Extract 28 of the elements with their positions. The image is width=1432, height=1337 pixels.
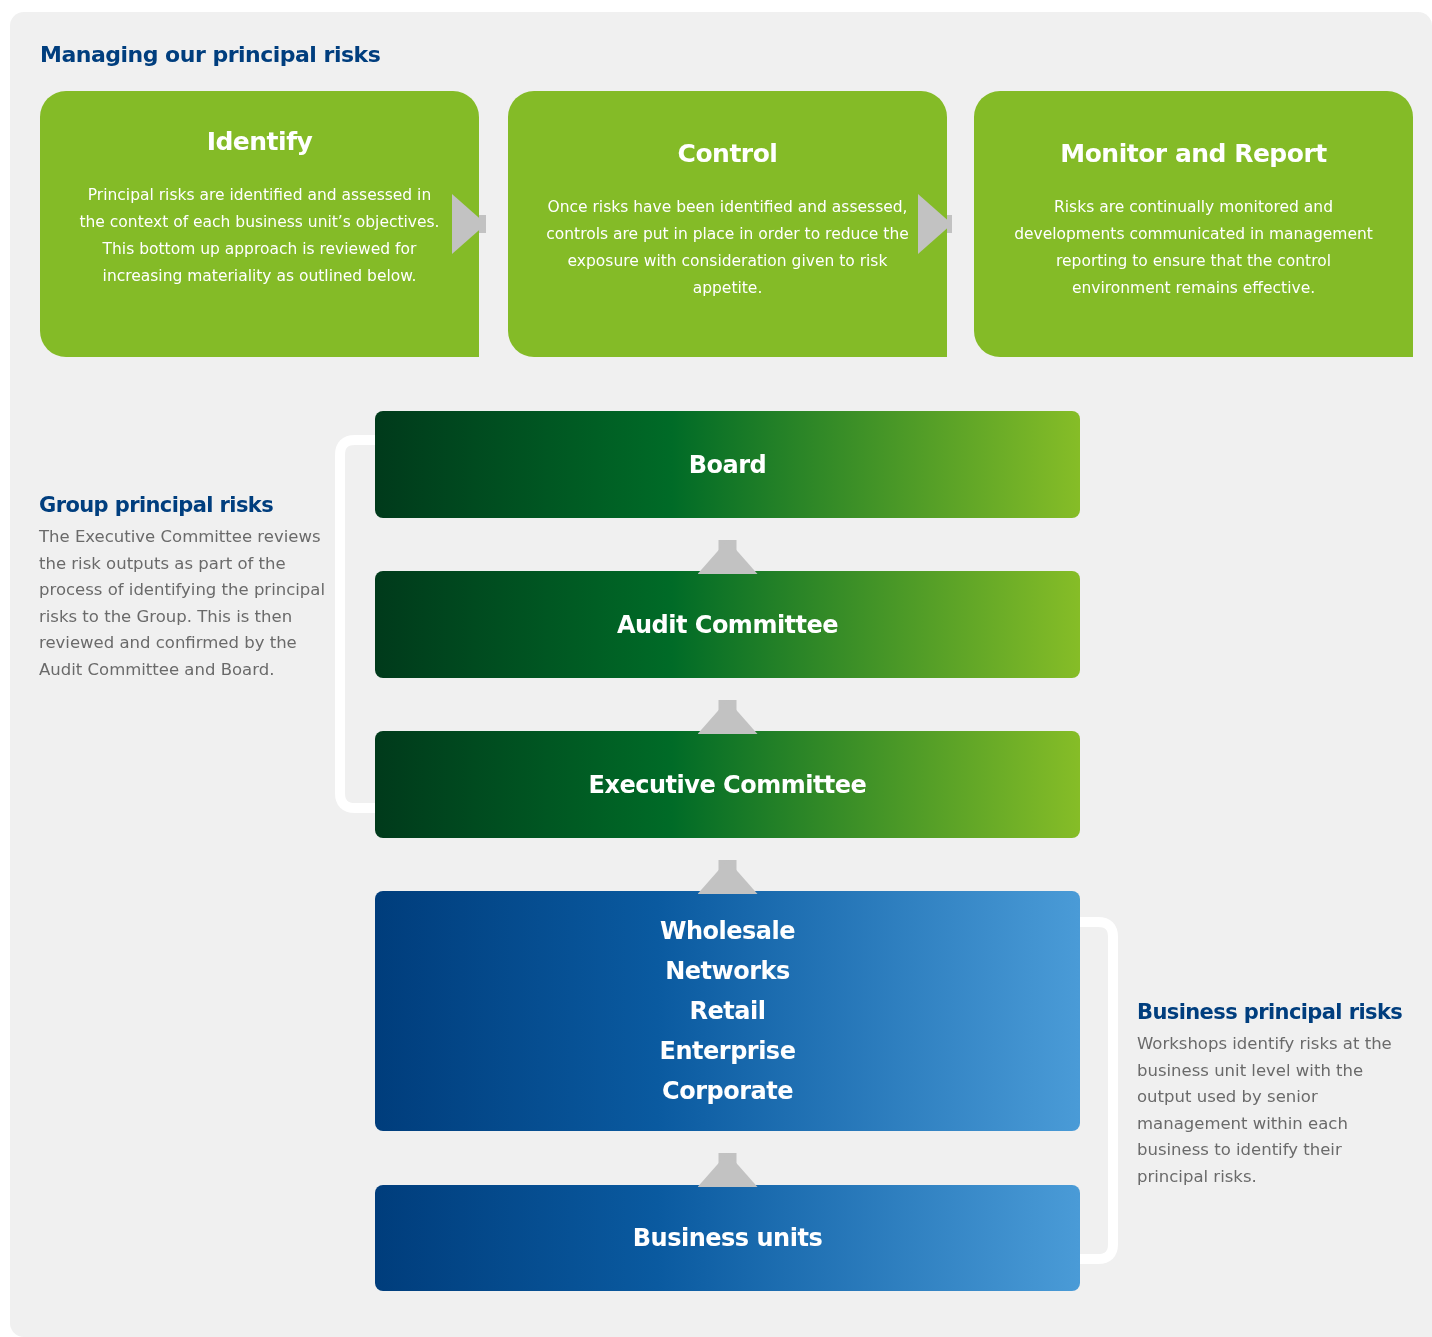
tier-label: Enterprise (659, 1036, 796, 1067)
title: Managing our principal risks (40, 42, 381, 67)
tier-label: Wholesale (659, 916, 795, 947)
side-heading: Business principal risks (1137, 1000, 1404, 1024)
box-description: Principal risks are identified and assessed in the context of each business unit’s objectives. This bottom up approach is reviewed for increasing materiality as outlined below. (78, 185, 441, 287)
box-description: Once risks have been identified and assessed, controls are put in place in order to reduce the exposure with consideration given to risk appetite. (545, 197, 910, 299)
tier-label: Business units (632, 1223, 823, 1254)
tier-label: Corporate (662, 1076, 793, 1107)
side-heading: Group principal risks (39, 493, 275, 517)
box-description: Risks are continually monitored and developments communicated in management reporting to ensure that the control environment remains effective. (1013, 197, 1374, 299)
tier-label: Networks (665, 956, 790, 987)
tier-bar (375, 891, 1080, 1131)
side-note: The Executive Committee reviews the risk outputs as part of the process of identifying the principal risks to the Group. This is then reviewed and confirmed by the Audit Committee and Board. (39, 526, 326, 681)
tier-label: Board (688, 449, 767, 481)
box-heading: Identify (205, 127, 314, 156)
side-note: Workshops identify risks at the business unit level with the output used by senior management within each business to identify their principal risks. (1137, 1033, 1393, 1188)
tier-bar (375, 1185, 1080, 1291)
tier-bar (375, 411, 1080, 518)
tier-bar (375, 731, 1080, 838)
process-box (40, 91, 479, 357)
tier-label: Audit Committee (616, 609, 839, 641)
tier-bar (375, 571, 1080, 678)
tier-label: Executive Committee (588, 769, 867, 801)
tier-label: Retail (689, 996, 766, 1027)
process-box (974, 91, 1413, 357)
box-heading: Control (676, 139, 779, 168)
process-box (508, 91, 947, 357)
box-heading: Monitor and Report (1059, 139, 1328, 168)
